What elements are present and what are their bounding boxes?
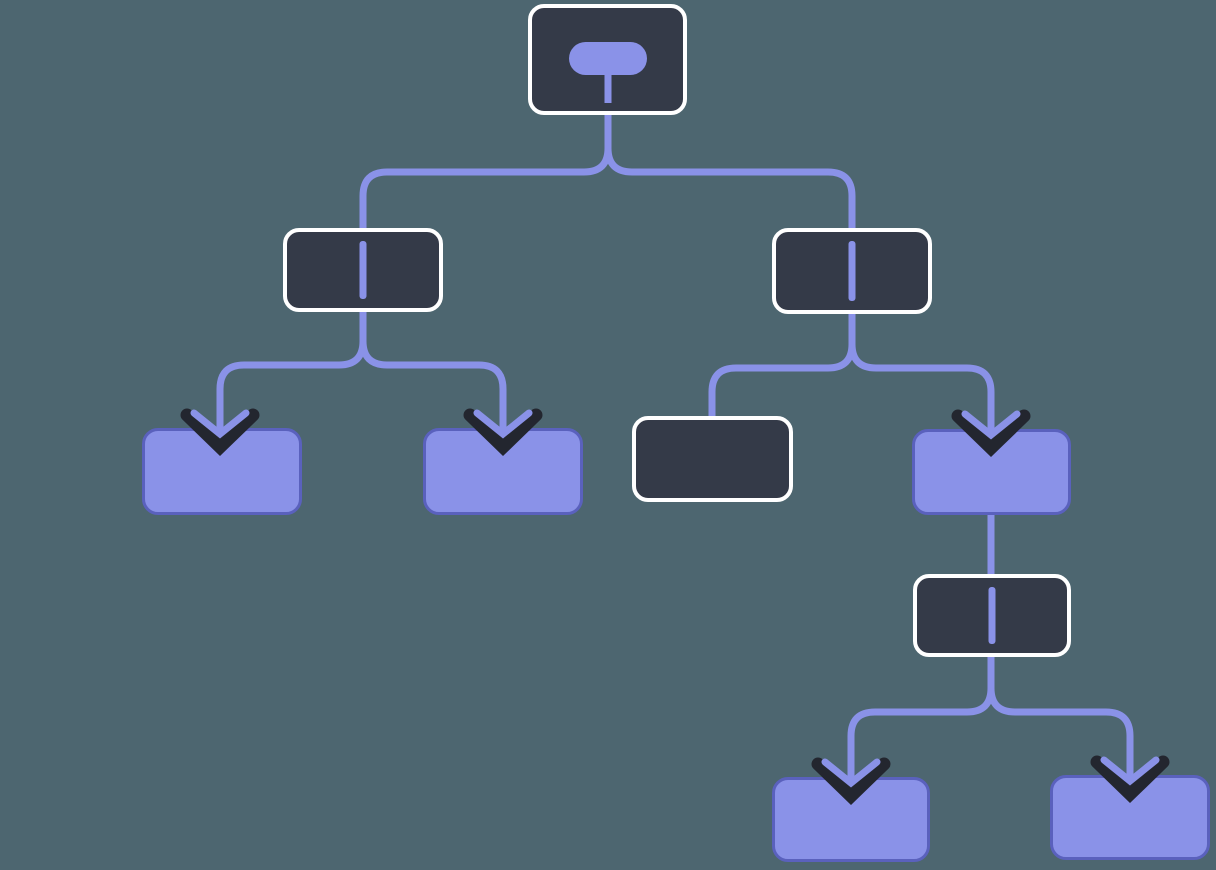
pass-through-connector-icon: [848, 241, 856, 301]
tree-node-branch-left[interactable]: [283, 228, 443, 312]
tree-node-root[interactable]: [528, 4, 687, 115]
tree-node-leaf-4[interactable]: [772, 777, 930, 862]
tree-node-leaf-5[interactable]: [1050, 775, 1210, 860]
tree-node-leaf-3[interactable]: [912, 429, 1071, 515]
tree-node-branch-right[interactable]: [772, 228, 932, 314]
root-anchor-stem-icon: [604, 68, 611, 103]
pass-through-connector-icon: [988, 587, 996, 644]
tree-node-dark-leaf[interactable]: [632, 416, 793, 502]
tree-node-leaf-1[interactable]: [142, 428, 302, 515]
tree-node-branch-bottom[interactable]: [913, 574, 1071, 657]
root-anchor-icon: [568, 42, 647, 75]
tree-node-leaf-2[interactable]: [423, 428, 583, 515]
pass-through-connector-icon: [359, 241, 367, 299]
